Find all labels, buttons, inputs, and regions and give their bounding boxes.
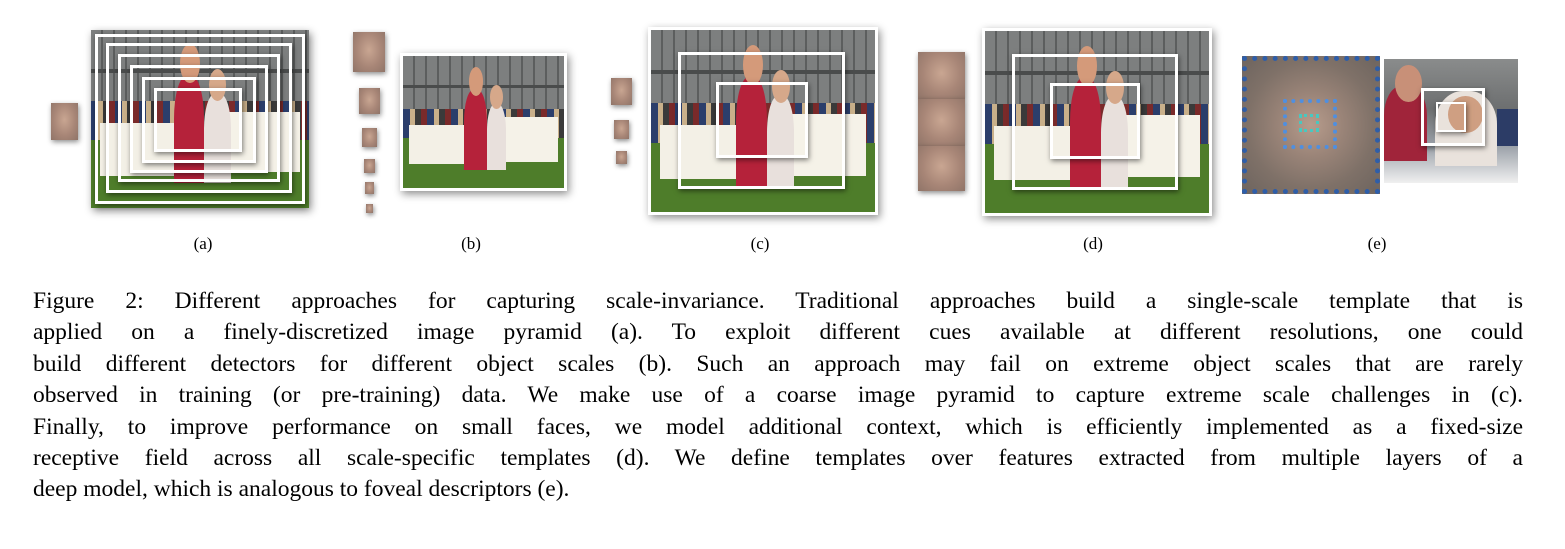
panel-label: (d) [1083, 234, 1103, 253]
pyramid-level [154, 88, 242, 152]
panel-label: (a) [193, 234, 213, 253]
face-box [1436, 102, 1466, 132]
pyramid-level [678, 52, 845, 189]
template-face [359, 88, 380, 114]
context-template [918, 52, 965, 99]
receptive-field [1012, 54, 1178, 190]
context-box [1421, 88, 1485, 146]
pyramid-level [716, 82, 808, 158]
pyramid-level [106, 43, 292, 193]
inner-receptive-field [1283, 99, 1337, 149]
template-face [51, 103, 78, 140]
caption-line: deep model, which is analogous to foveal… [33, 476, 570, 503]
caption-line: applied on a finely-discretized image py… [33, 319, 1523, 346]
core-receptive-field [1299, 114, 1319, 132]
context-crop-photo [1384, 59, 1518, 183]
context-template [918, 99, 965, 146]
caption-line: Figure 2: Different approaches for captu… [33, 288, 1523, 314]
panel-label: (e) [1367, 234, 1387, 253]
pyramid-level [95, 34, 305, 204]
pyramid-photo [982, 28, 1212, 216]
template-face [362, 128, 377, 147]
template-face [364, 159, 375, 173]
template-face [353, 32, 385, 72]
receptive-field [1050, 83, 1140, 159]
template-face [366, 204, 373, 213]
pyramid-level [142, 77, 256, 163]
template-face [611, 78, 632, 105]
pyramid-level [130, 65, 268, 173]
foveal-descriptor [1242, 56, 1380, 194]
caption-line: observed in training (or pre-training) d… [33, 382, 1523, 409]
template-face [614, 120, 629, 139]
panel-label: (b) [461, 234, 481, 253]
pyramid-photo [648, 27, 878, 215]
scene-photo [400, 53, 567, 191]
template-face [365, 182, 374, 194]
caption-line: receptive field across all scale-specifi… [33, 445, 1523, 472]
context-template [918, 146, 965, 191]
figure-caption: Figure 2: Different approaches for captu… [33, 286, 1523, 506]
panel-label: (c) [750, 234, 770, 253]
caption-line: build different detectors for different … [33, 350, 1523, 377]
pyramid-level [118, 54, 280, 182]
template-face [616, 151, 627, 164]
caption-line: Finally, to improve performance on small… [33, 413, 1523, 440]
